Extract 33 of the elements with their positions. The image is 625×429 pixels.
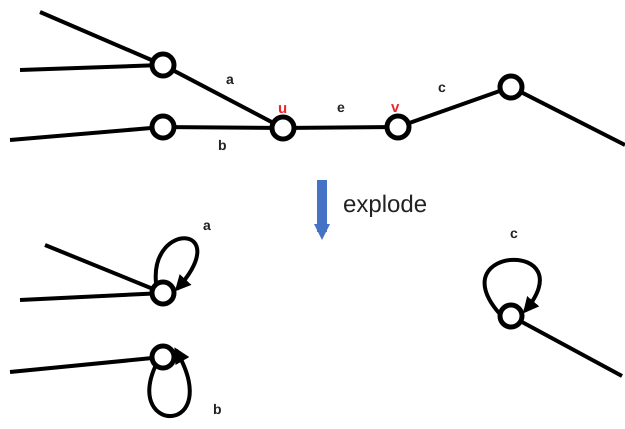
vertex-circle [383,112,413,142]
edge-line [172,68,274,124]
edge-line [520,320,623,378]
edge-line [20,292,152,302]
vertex-circle [148,112,178,142]
vertex-circle [148,50,178,80]
edge-line [44,243,153,290]
edge-line [10,356,152,374]
edge-line [10,126,152,142]
edge-line [20,63,152,72]
edge-line [294,125,386,130]
vertex-circle [496,72,526,102]
vertex-circle [148,278,178,308]
edge-label: e [337,100,345,114]
operation-label: explode [343,192,428,218]
vertex-circle [148,342,178,372]
edge-label: b [213,402,222,416]
vertex-circle [268,113,298,143]
vertex-label: u [278,101,288,116]
edge-line [174,125,272,130]
edge-label: a [226,72,234,86]
vertex-label: v [391,100,400,115]
edge-label: a [203,218,211,232]
edge-label: c [510,226,518,240]
edge-line [408,89,500,125]
self-loop-arrow [148,347,192,418]
vertex-circle [496,301,526,331]
edge-line [520,90,625,147]
edge-label: c [438,80,446,94]
edge-line [39,10,153,62]
self-loop-arrow [482,258,542,314]
self-loop-arrow [154,236,200,292]
edge-label: b [218,138,227,152]
